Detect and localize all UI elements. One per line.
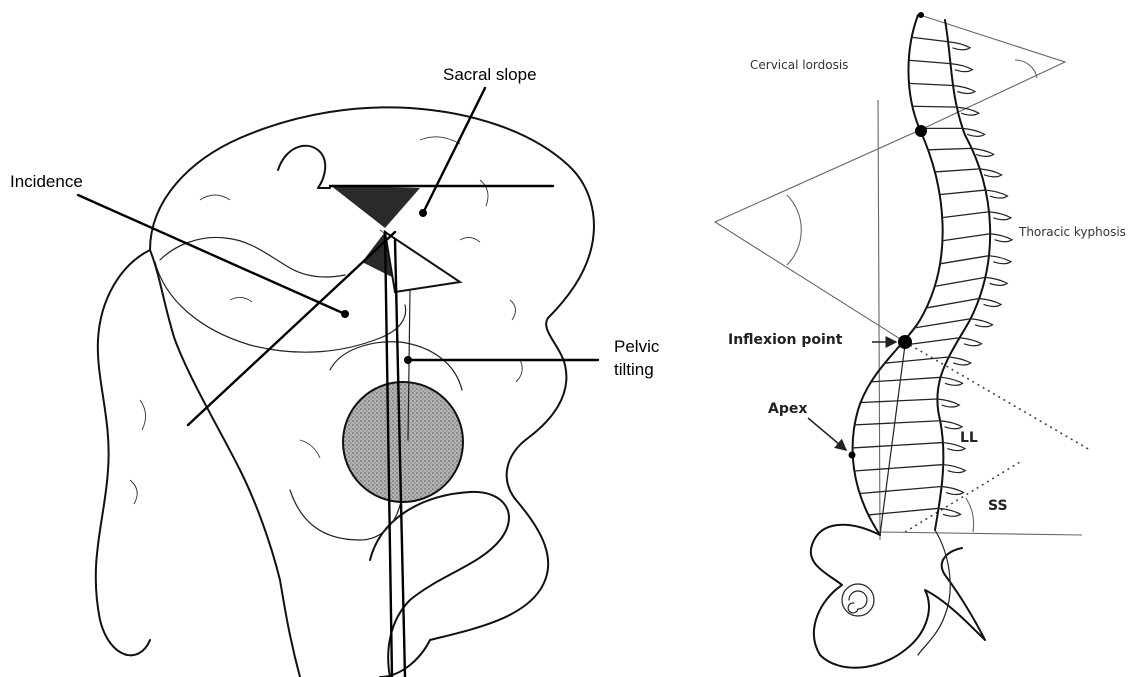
vertebra-endplate	[855, 421, 941, 425]
lordosis-chord	[880, 345, 905, 535]
cervical-angle-arc	[1015, 60, 1037, 78]
ss-horizontal	[880, 532, 1082, 535]
vertebra	[985, 277, 1007, 285]
cervical-angle-lines	[920, 15, 1065, 130]
vertebra	[948, 42, 970, 50]
vertebra-endplate	[915, 319, 971, 328]
vertebra-endplate	[854, 465, 943, 471]
vertebra-endplate	[853, 443, 943, 448]
vertebra-endplate	[885, 357, 949, 363]
incidence-leader	[78, 195, 345, 314]
vertebra-endplate	[912, 106, 956, 107]
pelvic-tilting-pointer	[404, 356, 412, 364]
thoracic-angle-arc	[787, 195, 801, 265]
ss-label: SS	[988, 498, 1008, 514]
vertebra-endplate	[935, 169, 980, 172]
plumb-line	[878, 100, 880, 540]
cervical-lordosis-label: Cervical lordosis	[750, 58, 848, 72]
vertebra-endplate	[909, 83, 953, 85]
thoracic-kyphosis-label: Thoracic kyphosis	[1018, 225, 1126, 239]
c1-point	[918, 12, 924, 18]
acetabulum-spiral	[848, 591, 867, 613]
pubic-outline	[96, 250, 150, 655]
inflexion-point-marker	[898, 335, 912, 349]
vertebra	[937, 399, 959, 407]
vertebra	[980, 169, 1002, 177]
sacrum-outline	[150, 250, 300, 677]
acetabulum-circle	[842, 584, 874, 616]
apex-arrow	[808, 418, 846, 450]
vertebra	[989, 256, 1011, 264]
vertebra	[942, 487, 964, 495]
vertebra-endplate	[861, 399, 938, 403]
femoral-head	[343, 382, 463, 502]
vertebra-endplate	[871, 377, 940, 382]
cervicothoracic-point	[915, 125, 927, 137]
vertebra-endplate	[940, 190, 986, 195]
vertebra	[953, 85, 975, 93]
vertebra	[943, 465, 965, 473]
spine-pelvis-outline	[811, 525, 985, 668]
incidence-label: Incidence	[10, 172, 83, 191]
sacrum-coccyx	[918, 530, 950, 655]
spine-anterior-curve	[853, 15, 943, 535]
vertebra	[950, 64, 972, 72]
vertebra-endplate	[926, 298, 979, 307]
ll-label: LL	[960, 430, 978, 446]
apex-marker	[849, 452, 856, 459]
vertebra-endplate	[940, 256, 989, 264]
vertebra-endplate	[868, 508, 938, 515]
vertebra-endplate	[942, 212, 989, 218]
vertebra	[949, 357, 971, 365]
spine-posterior-profile	[935, 20, 990, 530]
vertebra	[989, 212, 1011, 220]
pelvis-drawing: Sacral slope Incidence Pelvic tilting	[10, 65, 660, 677]
spine-drawing: Cervical lordosis Thoracic kyphosis Infl…	[715, 12, 1126, 668]
vertebra-endplate	[860, 487, 942, 494]
vertebra-endplate	[942, 234, 990, 241]
vertebra	[941, 377, 963, 385]
vertebra	[990, 234, 1012, 242]
apex-label: Apex	[768, 401, 807, 417]
vertebra	[960, 338, 982, 346]
sacral-slope-label: Sacral slope	[443, 65, 537, 84]
vertebra-endplate	[928, 148, 972, 149]
pelvic-tilting-label-line1: Pelvic	[614, 337, 660, 356]
vertebrae-group	[853, 37, 1013, 516]
sacral-slope-leader	[423, 88, 485, 213]
vertebra-endplate	[935, 277, 986, 286]
sacral-promontory	[278, 146, 330, 188]
sacral-slope-pointer	[419, 209, 427, 217]
inflexion-point-label: Inflexion point	[728, 332, 843, 348]
ss-angle-arc	[966, 498, 974, 532]
vertebra	[979, 298, 1001, 306]
pelvic-tilting-label-line2: tilting	[614, 360, 654, 379]
vertebra-endplate	[909, 60, 951, 63]
sacral-slope-wedge	[330, 185, 420, 228]
incidence-pointer	[341, 310, 349, 318]
vertebra-endplate	[912, 37, 948, 41]
vertebra	[971, 319, 993, 327]
vertebra	[940, 421, 962, 429]
thoracic-angle-lines	[715, 130, 920, 342]
vertebra	[985, 190, 1007, 198]
